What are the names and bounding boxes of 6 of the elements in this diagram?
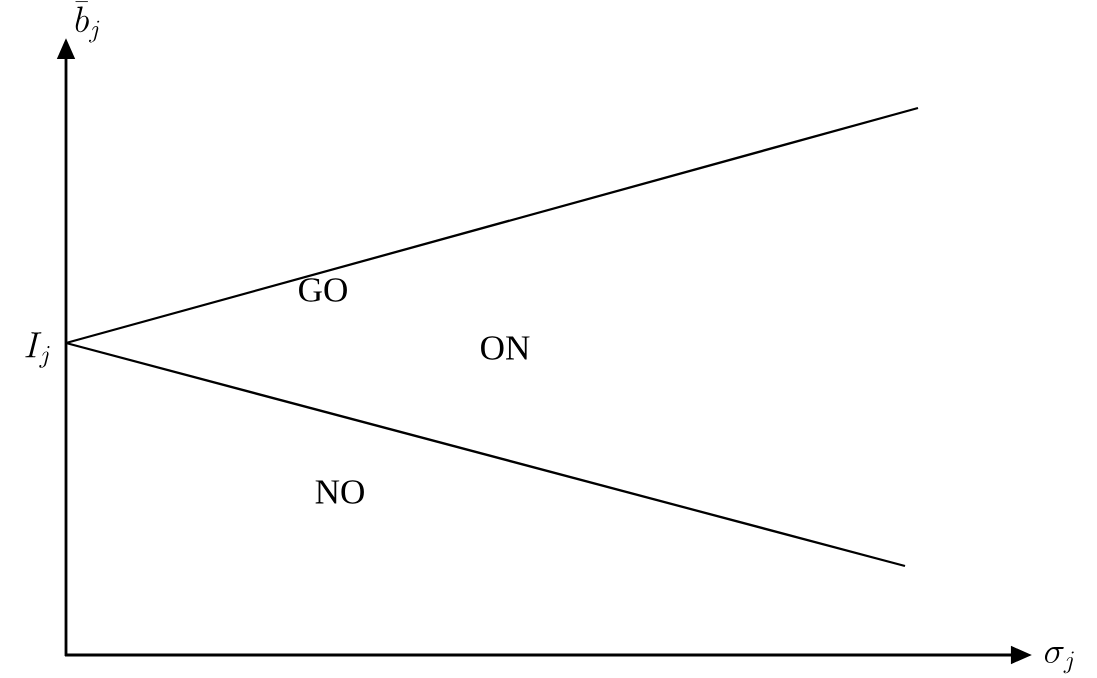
region-label: GO xyxy=(299,278,347,302)
region-label: ON xyxy=(481,336,530,360)
region-label: NO xyxy=(315,480,364,504)
intercept-label: $I_j$ xyxy=(25,332,50,368)
axis-label: $\sigma_j$ xyxy=(1044,646,1074,674)
axis-label: $\bar{b}_j$ xyxy=(75,1,100,43)
